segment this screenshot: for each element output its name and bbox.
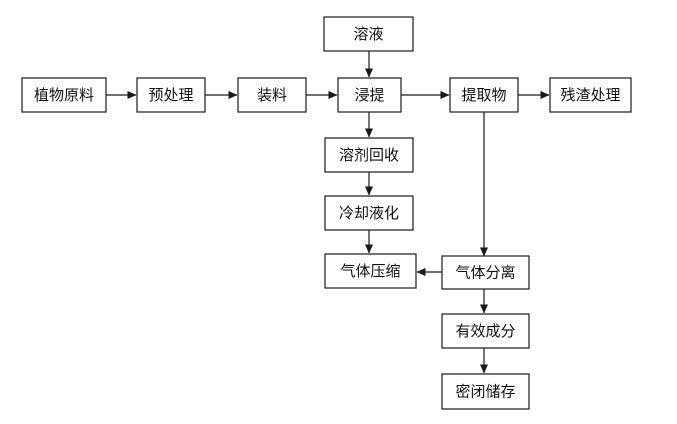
node-label: 气体分离 xyxy=(455,264,515,282)
node-solvent-recovery: 溶剂回收 xyxy=(324,137,414,173)
node-loading: 装料 xyxy=(237,77,307,113)
node-pretreatment: 预处理 xyxy=(136,77,206,113)
node-cooling-liquefaction: 冷却液化 xyxy=(324,195,414,231)
node-extract: 提取物 xyxy=(449,77,519,113)
flow-arrows xyxy=(106,51,550,374)
node-label: 装料 xyxy=(257,86,287,104)
node-solution: 溶液 xyxy=(323,16,414,52)
node-label: 植物原料 xyxy=(34,86,94,104)
node-gas-compression: 气体压缩 xyxy=(324,253,417,289)
node-label: 预处理 xyxy=(148,86,193,104)
node-sealed-storage: 密闭储存 xyxy=(441,373,530,410)
node-label: 密闭储存 xyxy=(455,383,515,401)
node-residue-treatment: 残渣处理 xyxy=(549,77,632,113)
node-active-ingredients: 有效成分 xyxy=(441,313,530,349)
node-label: 冷却液化 xyxy=(339,204,399,222)
node-label: 浸提 xyxy=(354,86,384,104)
node-label: 溶液 xyxy=(353,25,383,43)
node-label: 气体压缩 xyxy=(340,262,400,280)
node-label: 残渣处理 xyxy=(560,86,620,104)
node-label: 提取物 xyxy=(461,86,506,104)
node-extraction: 浸提 xyxy=(337,77,402,113)
node-plant-raw-material: 植物原料 xyxy=(21,77,107,113)
node-label: 有效成分 xyxy=(455,322,515,340)
node-gas-separation: 气体分离 xyxy=(441,255,530,290)
node-label: 溶剂回收 xyxy=(339,146,399,164)
